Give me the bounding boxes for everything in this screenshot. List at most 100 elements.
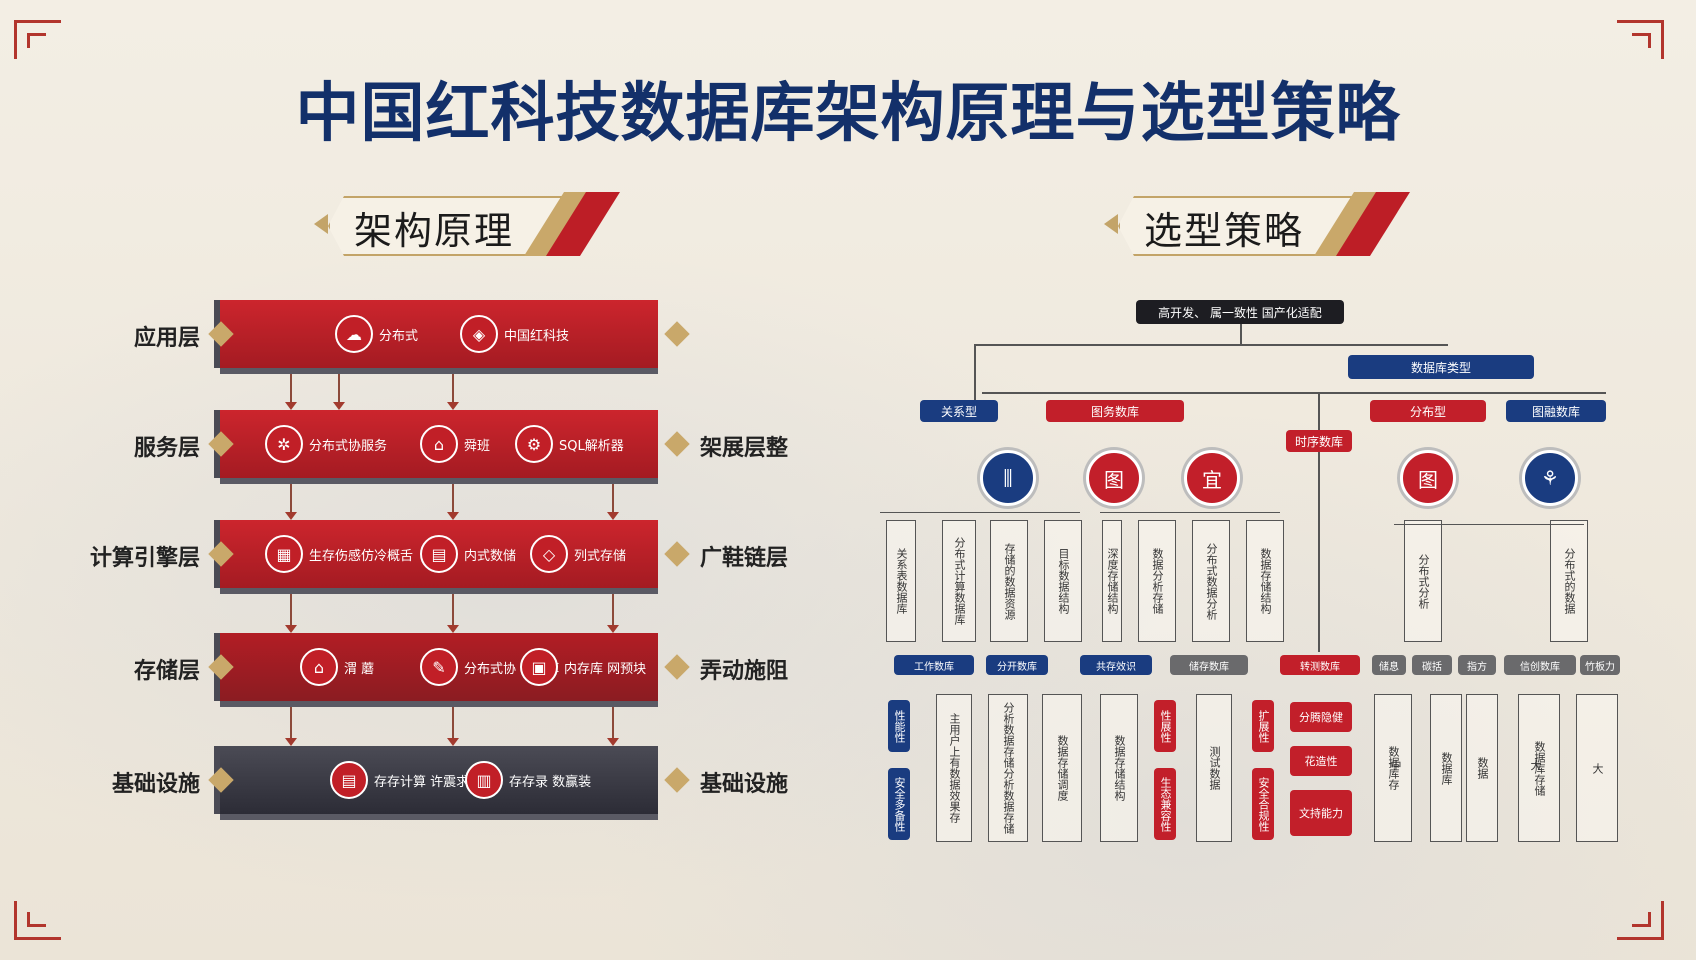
tree-detail-column: 分布式分析 [1404,520,1442,642]
tree-subtype-tag: 储息 [1372,655,1406,675]
tree-connector [974,344,1448,346]
layer-item: ▥ 存存录 数赢装 [465,761,591,799]
tree-subtype-tag: 信创数库 [1504,655,1576,675]
criteria-badge: 生态兼容性 [1154,768,1176,840]
tree-connector [1318,452,1320,652]
layer-item-label: 渭 蘑 [344,661,375,677]
layer-item-label: 列式存储 [574,548,627,564]
layer-label-left: 服务层 [133,436,200,461]
criteria-badge: 性能性 [888,700,910,752]
tree-category: 时序数库 [1286,430,1352,452]
tree-subtype-tag: 转测数库 [1280,655,1360,675]
layer-item-label: SQL解析器 [559,438,624,454]
layer-label-left: 应用层 [133,326,200,351]
corner-ornament-top-right [1617,20,1664,59]
layer-label-left: 存储层 [133,659,200,684]
layer-item-label: 中国红科技 [504,328,570,344]
layer-item-label: 存存录 数赢装 [509,774,592,790]
tree-connector [1318,392,1320,430]
tree-category: 分布型 [1370,400,1486,422]
flow-arrow [285,374,297,410]
layer-label-right: 弄动施阻 [700,659,789,684]
flow-arrow [285,484,297,520]
tree-detail-column: 数据分析存储 [1138,520,1176,642]
gear-icon: ⚙ [515,425,553,463]
tree-detail-column: 目标数据结构 [1044,520,1082,642]
tree-detail-column: 存储的数据资源 [990,520,1028,642]
layer-label-right: 架展层整 [700,436,789,461]
database-icon: ▤ [330,761,368,799]
right-section-banner: 选型策略 [1104,192,1410,256]
layer-band: ✲分布式协服务⌂舜班⚙SQL解析器 [220,410,658,478]
tree-connector [974,344,976,400]
tree-subtype-tag: 碳括 [1412,655,1452,675]
tree-bottom-column: 数据 [1466,694,1498,842]
flow-arrow [607,484,619,520]
category-icon: 图 [1400,450,1456,506]
criteria-badge: 扩展性 [1252,700,1274,752]
layer-item-label: 分布式协服务 [309,438,388,454]
flow-arrow [607,707,619,746]
tree-category: 关系型 [920,400,998,422]
criteria-badge: 性展性 [1154,700,1176,752]
category-icon: ⚘ [1522,450,1578,506]
layer-band: ☁ 分布式 ◈ 中国红科技 [220,300,658,368]
layer-item: ⌂舜班 [420,425,490,463]
corner-ornament-top-left [14,20,61,59]
layer-item-label: 内式数储 [464,548,517,564]
layer-label-left: 基础设施 [111,772,200,797]
page-title: 中国红科技数据库架构原理与选型策略 [295,77,1401,151]
tree-bottom-note: 中 [1390,759,1402,772]
tree-root: 高开发、 属一致性 国产化适配 [1136,300,1344,324]
tree-bottom-column: 测试数据 [1196,694,1232,842]
layer-item-label: 内存库 网预块 [564,661,647,677]
criteria-badge: 安全合规性 [1252,768,1274,840]
tree-subtype-tag: 工作数库 [894,655,974,675]
left-banner-title: 架构原理 [354,209,515,253]
layer-label-right: 广鞋链层 [700,546,789,571]
layer-band: ▤存存计算 许震求▥ 存存录 数赢装 [220,746,658,814]
tree-connector [982,392,1606,394]
layer-item: ▦生存伤感仿冷概舌 [265,535,413,573]
flow-arrow [285,594,297,633]
tree-detail-column: 关系表数据库 [886,520,916,642]
tree-subtype-tag: 储存数库 [1170,655,1248,675]
layer-item-label: 分布式 [379,328,419,344]
tree-detail-column: 分布式的数据 [1550,520,1588,642]
tree-subtype-tag: 指方 [1458,655,1496,675]
tree-bottom-column: 数据存储调度 [1042,694,1082,842]
flow-arrow [447,594,459,633]
layer-item: ⌂渭 蘑 [300,648,374,686]
category-icon: 图 [1086,450,1142,506]
server-icon: ▥ [465,761,503,799]
layer-item: ⚙ SQL解析器 [515,425,624,463]
layer-item: ▤存存计算 许震求 [330,761,469,799]
category-icon: 宜 [1184,450,1240,506]
corner-ornament-bottom-left [14,901,61,940]
flow-arrow [285,707,297,746]
tree-subtype-tag: 共存效识 [1080,655,1152,675]
tree-detail-column: 数据存储结构 [1246,520,1284,642]
banner-arrow-icon [314,214,328,234]
flow-arrow [333,374,345,410]
cloud-icon: ☁ [335,315,373,353]
tree-connector [1100,512,1280,513]
layer-item: ▤内式数储 [420,535,516,573]
capability-block: 花造性 [1290,746,1352,776]
layer-label-left: 计算引擎层 [89,546,200,571]
tree-bottom-column: 数据库存储 [1518,694,1560,842]
tree-bottom-column: 数据库存 [1374,694,1412,842]
layer-item: ☁ 分布式 [335,315,418,353]
layer-item-label: 舜班 [464,438,491,454]
layer-band: ▦生存伤感仿冷概舌▤内式数储◇列式存储 [220,520,658,588]
chip-icon: ◈ [460,315,498,353]
tree-bottom-column: 数据库 [1430,694,1462,842]
grid-icon: ▦ [265,535,303,573]
left-section-banner: 架构原理 [314,192,620,256]
tree-detail-column: 分布式数据分析 [1192,520,1230,642]
capability-block: 文持能力 [1290,790,1352,836]
criteria-badge: 安全多备性 [888,768,910,840]
flow-arrow [607,594,619,633]
layer-item: ▣内存库 网预块 [520,648,646,686]
tree-detail-column: 分布式计算数据库 [942,520,976,642]
